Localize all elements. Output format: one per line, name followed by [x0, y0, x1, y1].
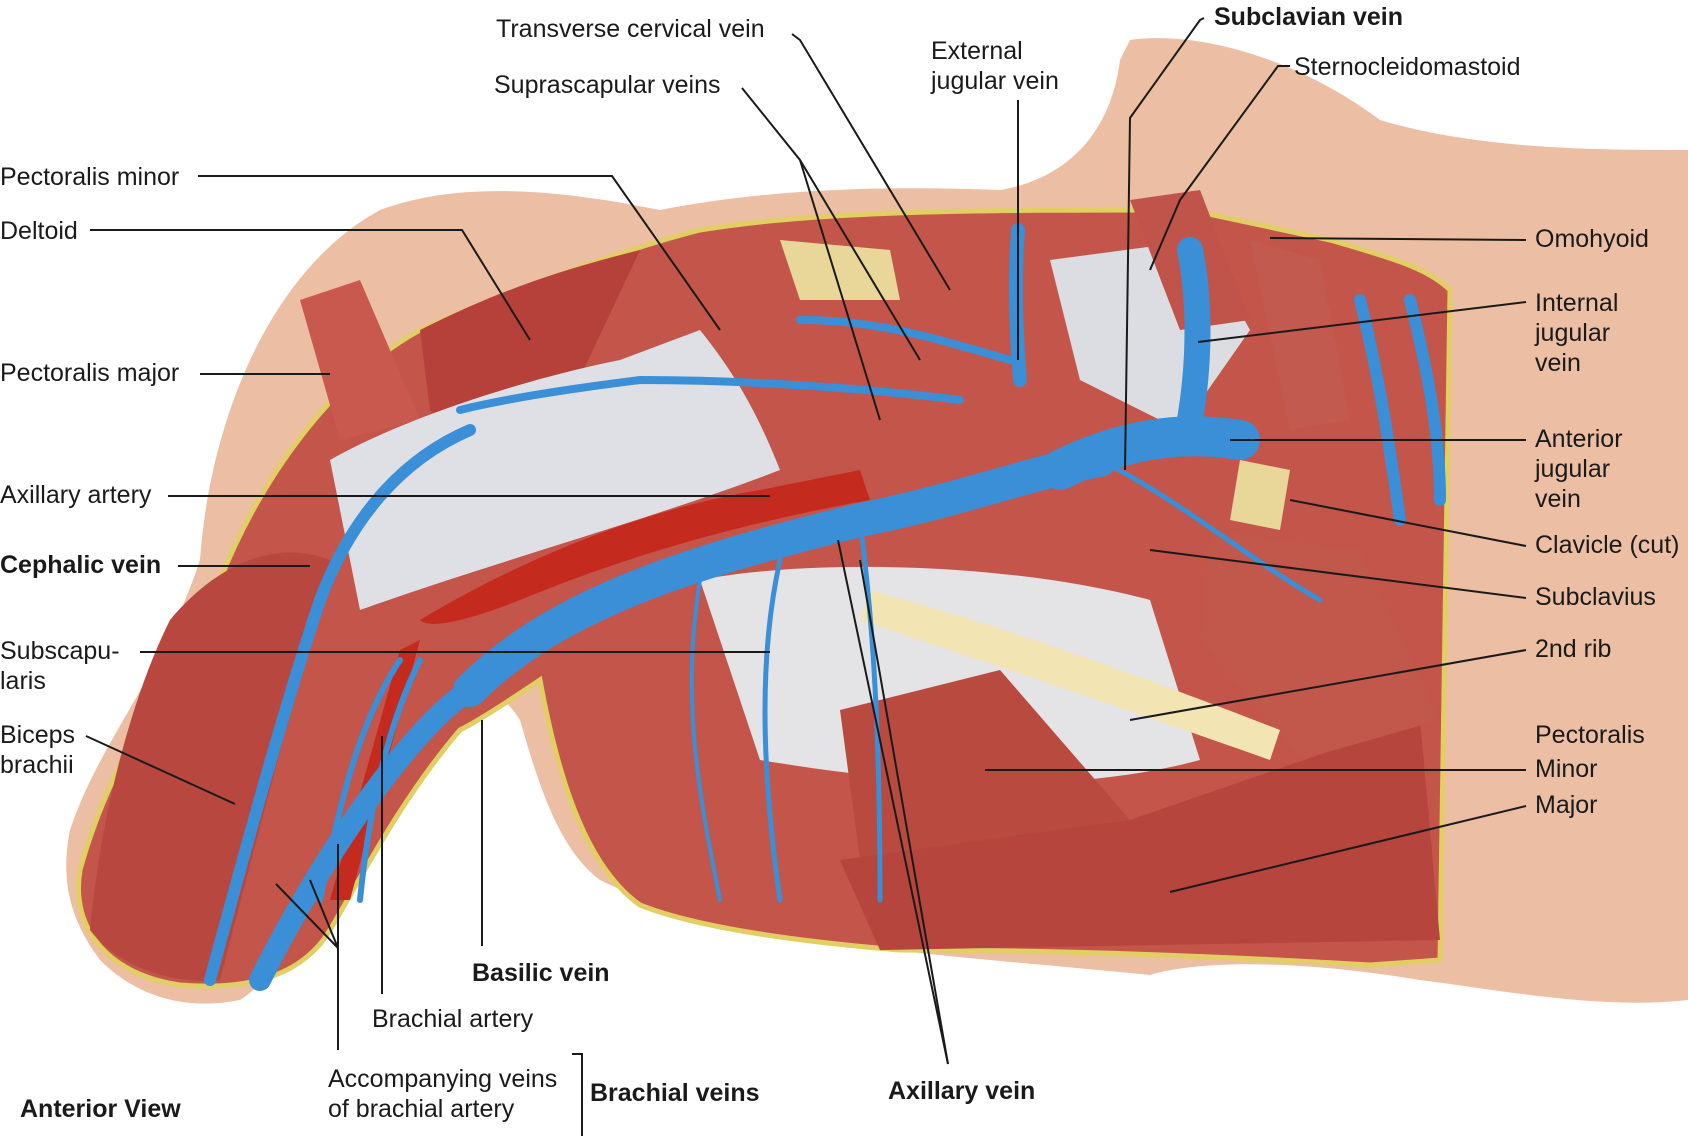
label-anterior-jugular-line2: jugular — [1535, 455, 1611, 483]
branch-3 — [689, 578, 722, 902]
label-subclavius: Subclavius — [1535, 583, 1656, 611]
fascia-band — [330, 330, 780, 610]
label-accompanying-veins: Accompanying veins of brachial artery — [328, 1064, 557, 1124]
label-external-jugular-line1: External — [931, 37, 1023, 65]
label-external-jugular-line2: jugular vein — [931, 67, 1059, 95]
clavicle-cut — [1230, 460, 1290, 530]
leader-major — [1169, 805, 1527, 893]
label-sternocleidomastoid: Sternocleidomastoid — [1294, 53, 1521, 81]
label-major: Major — [1535, 791, 1598, 819]
label-internal-jugular-line3: vein — [1535, 349, 1581, 377]
leader-clavicle — [1289, 499, 1527, 547]
label-brachial-artery: Brachial artery — [372, 1005, 534, 1033]
label-pectoralis-minor-left: Pectoralis minor — [0, 163, 180, 191]
label-suprascapular-veins: Suprascapular veins — [494, 71, 721, 99]
branch-2 — [762, 557, 783, 903]
arm-muscle — [90, 552, 330, 981]
leader-suprascapular-2 — [799, 159, 881, 421]
label-deltoid: Deltoid — [0, 217, 78, 245]
leader-omohyoid — [1269, 237, 1527, 241]
label-biceps-brachii: Biceps brachii — [0, 720, 75, 780]
leader-lines — [85, 17, 1527, 1136]
second-rib — [860, 590, 1280, 760]
clavicle-fragment — [780, 240, 900, 300]
leader-accompanying-b — [309, 879, 339, 949]
internal-jugular-path — [1177, 237, 1211, 433]
label-pectoralis-group: Pectoralis — [1535, 721, 1645, 749]
label-minor: Minor — [1535, 755, 1598, 783]
label-anterior-jugular-line1: Anterior — [1535, 425, 1623, 453]
label-pectoralis-major-left: Pectoralis major — [0, 359, 180, 387]
label-internal-jugular-line1: Internal — [1535, 289, 1619, 317]
label-omohyoid: Omohyoid — [1535, 225, 1649, 253]
leader-subclavian — [1124, 17, 1205, 471]
leader-axillary-vein-2 — [859, 559, 949, 1065]
brachial-vein-1 — [317, 657, 403, 903]
basilic-vein-path — [249, 679, 481, 991]
label-internal-jugular-vein: Internal jugular vein — [1535, 288, 1618, 378]
label-cephalic-vein: Cephalic vein — [0, 551, 162, 579]
suprascapular-path — [456, 375, 964, 414]
label-subclavian-vein: Subclavian vein — [1214, 3, 1403, 31]
fascia-lower — [700, 566, 1200, 784]
anterior-jugular-path — [1354, 294, 1406, 526]
label-anterior-jugular-line3: vein — [1535, 485, 1581, 513]
label-biceps-line2: brachii — [0, 751, 74, 779]
label-2nd-rib: 2nd rib — [1535, 635, 1612, 663]
leader-transverse-cervical — [791, 33, 951, 291]
leader-subclavius — [1149, 549, 1527, 599]
pectoralis-minor-block — [840, 670, 1130, 860]
leader-accompanying-a — [275, 883, 339, 949]
deltoid-muscle — [420, 250, 640, 434]
leader-axillary-vein — [837, 539, 949, 1065]
leader-sternocleidomastoid — [1149, 65, 1290, 271]
leader-deltoid — [90, 229, 531, 341]
leader-2nd-rib — [1129, 649, 1527, 721]
label-anterior-jugular-vein: Anterior jugular vein — [1535, 424, 1623, 514]
label-biceps-line1: Biceps — [0, 721, 76, 749]
label-subscapularis: Subscapu- laris — [0, 636, 120, 696]
leader-pectoralis-minor — [198, 175, 721, 331]
label-subscapularis-line1: Subscapu- — [0, 637, 120, 665]
pectoralis-major-block — [840, 720, 1440, 950]
transverse-cervical-path — [796, 316, 1014, 364]
label-axillary-vein: Axillary vein — [888, 1077, 1036, 1105]
leader-internal-jugular — [1197, 301, 1527, 343]
label-external-jugular-vein: External jugular vein — [931, 36, 1059, 96]
brachial-veins-bracket — [572, 1053, 583, 1136]
label-axillary-artery: Axillary artery — [0, 481, 152, 509]
label-accompanying-line2: of brachial artery — [328, 1095, 515, 1123]
pectoralis-major-tendon — [300, 280, 420, 440]
label-brachial-veins: Brachial veins — [590, 1079, 760, 1107]
label-anterior-view: Anterior View — [20, 1095, 181, 1123]
axillary-vein-path — [453, 443, 1117, 707]
label-clavicle-cut: Clavicle (cut) — [1535, 531, 1680, 559]
label-basilic-vein: Basilic vein — [472, 959, 610, 987]
anterior-jugular-path-2 — [1404, 294, 1446, 506]
pectoralis-right-block — [1200, 530, 1440, 760]
branch-4 — [1097, 457, 1323, 603]
label-internal-jugular-line2: jugular — [1535, 319, 1611, 347]
cephalic-vein-path — [204, 424, 476, 986]
label-accompanying-line1: Accompanying veins — [328, 1065, 558, 1093]
neck-strap-muscle — [1250, 240, 1350, 430]
axillary-artery — [420, 470, 870, 624]
subclavian-vein-path — [1040, 416, 1260, 490]
branch-1 — [857, 517, 883, 903]
label-subscapularis-line2: laris — [0, 667, 46, 695]
label-transverse-cervical-vein: Transverse cervical vein — [496, 15, 765, 43]
leader-biceps — [85, 735, 236, 805]
